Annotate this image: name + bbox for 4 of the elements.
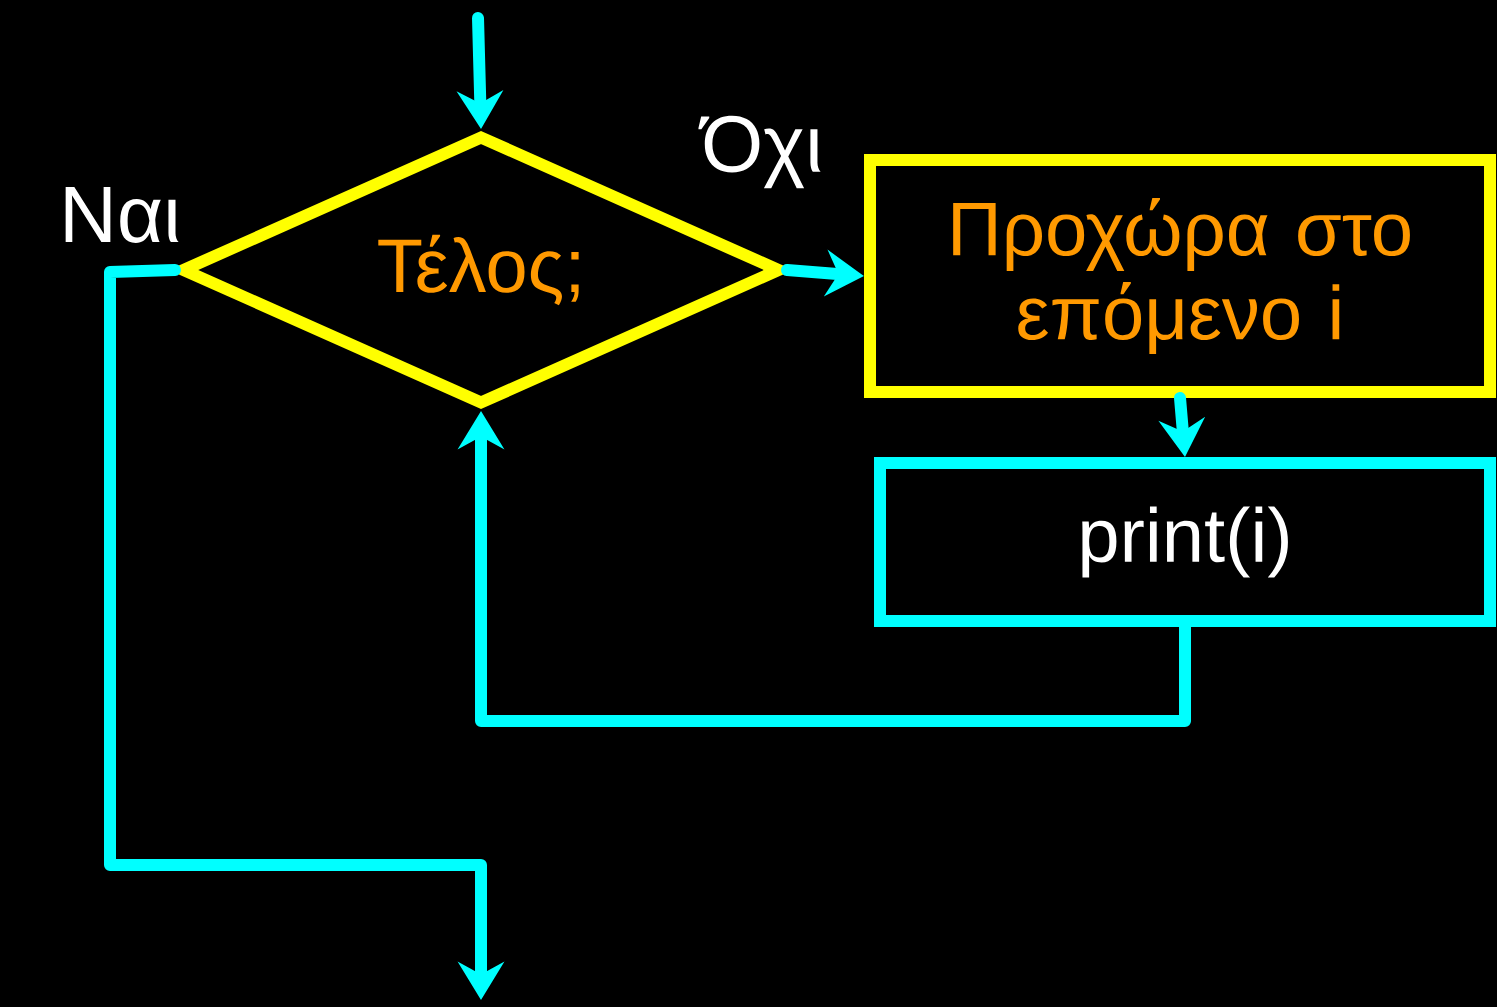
- process-box: Προχώρα στο επόμενο i: [864, 154, 1496, 398]
- edge-label: Ναι: [65, 187, 179, 243]
- process-box: print(i): [874, 457, 1496, 627]
- edge-label: Όχι: [698, 115, 821, 189]
